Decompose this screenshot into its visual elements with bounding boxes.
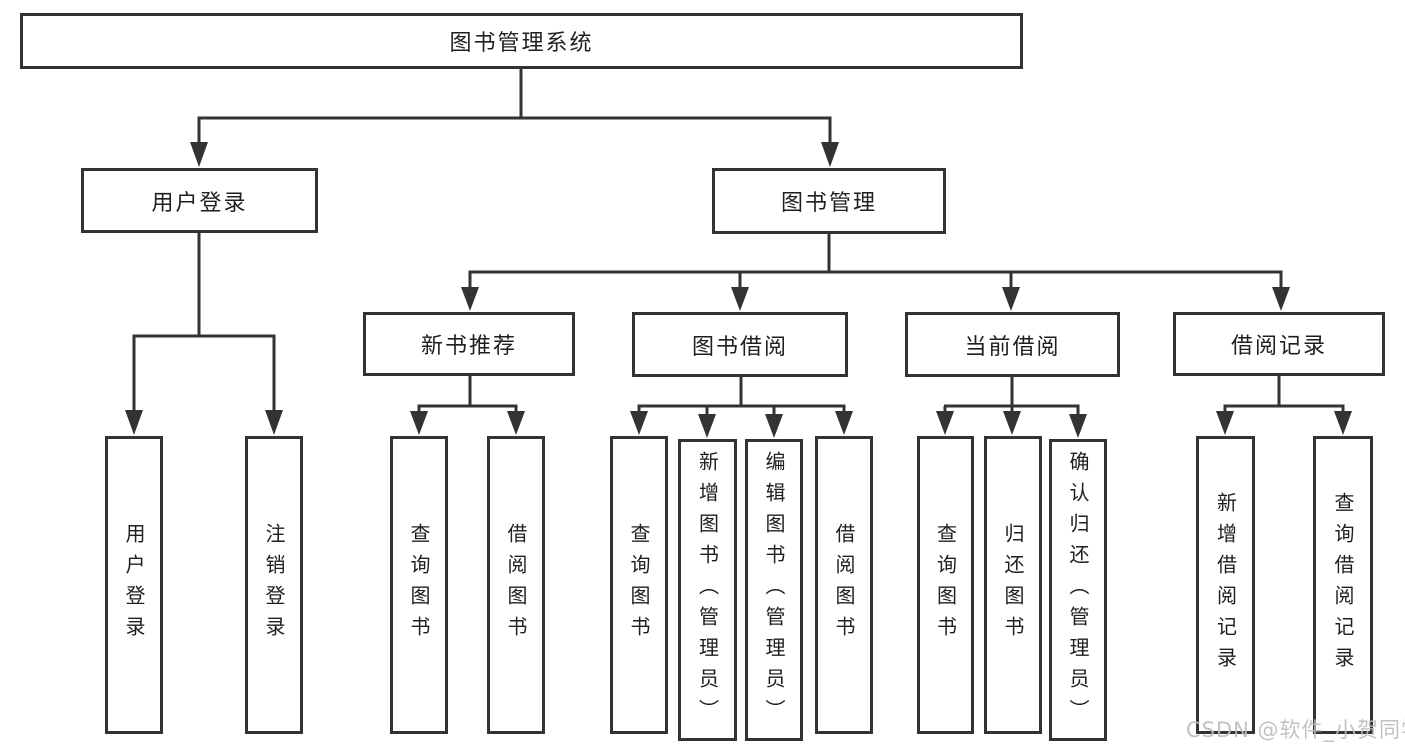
leaf-borrow-book: 借阅图书 <box>815 436 873 734</box>
leaf-borrow-books-recommend: 借阅图书 <box>487 436 545 734</box>
leaf-borrow-book-label: 借阅图书 <box>832 523 856 647</box>
node-library-management-system: 图书管理系统 <box>20 13 1023 69</box>
leaf-query-books-current-label: 查询图书 <box>933 523 958 647</box>
leaf-query-books-borrow: 查询图书 <box>610 436 668 734</box>
node-book-management-branch: 图书管理 <box>712 168 946 234</box>
leaf-query-books-current: 查询图书 <box>917 436 974 734</box>
leaf-query-borrow-record: 查询借阅记录 <box>1313 436 1373 734</box>
leaf-return-book: 归还图书 <box>984 436 1042 734</box>
leaf-user-login: 用户登录 <box>105 436 163 734</box>
leaf-query-borrow-record-label: 查询借阅记录 <box>1331 492 1355 678</box>
leaf-borrow-books-recommend-label: 借阅图书 <box>504 523 528 647</box>
leaf-user-login-label: 用户登录 <box>122 523 146 647</box>
leaf-add-book-admin-label: 新增图书（管理员） <box>695 450 720 730</box>
leaf-query-books-borrow-label: 查询图书 <box>627 523 651 647</box>
csdn-watermark: CSDN @软件_小贺同学 <box>1186 718 1405 742</box>
node-new-book-recommendation: 新书推荐 <box>363 312 575 376</box>
leaf-return-book-label: 归还图书 <box>1001 523 1025 647</box>
leaf-add-borrow-record-label: 新增借阅记录 <box>1213 492 1238 678</box>
leaf-edit-book-admin-label: 编辑图书（管理员） <box>762 450 786 730</box>
leaf-confirm-return-admin-label: 确认归还（管理员） <box>1066 450 1090 730</box>
leaf-confirm-return-admin: 确认归还（管理员） <box>1049 439 1107 741</box>
leaf-logout-label: 注销登录 <box>262 523 286 647</box>
node-borrowing-records: 借阅记录 <box>1173 312 1385 376</box>
node-current-borrowing: 当前借阅 <box>905 312 1120 377</box>
leaf-edit-book-admin: 编辑图书（管理员） <box>745 439 803 741</box>
leaf-add-borrow-record: 新增借阅记录 <box>1196 436 1255 734</box>
node-user-login-branch: 用户登录 <box>81 168 318 233</box>
leaf-query-books-recommend: 查询图书 <box>390 436 448 734</box>
leaf-query-books-recommend-label: 查询图书 <box>407 523 431 647</box>
leaf-add-book-admin: 新增图书（管理员） <box>678 439 737 741</box>
node-book-borrowing: 图书借阅 <box>632 312 848 377</box>
leaf-logout: 注销登录 <box>245 436 303 734</box>
